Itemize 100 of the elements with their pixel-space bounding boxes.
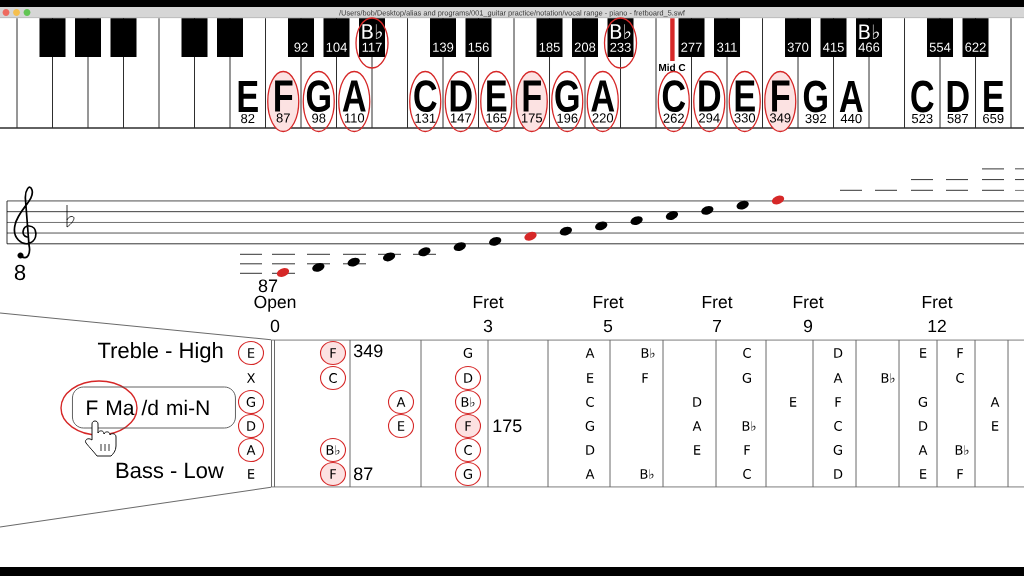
string-label: Bass - Low: [116, 462, 224, 479]
note-letter: G: [463, 348, 472, 358]
frequency-label: 87: [354, 467, 373, 481]
circled-note: E: [237, 340, 265, 366]
note-letter: E: [790, 397, 797, 407]
note-letter: C: [911, 80, 934, 113]
note-letter: D: [834, 469, 843, 479]
mute-mark: X: [246, 373, 256, 383]
note-letter: B♭: [742, 421, 756, 431]
note-letter: C: [956, 373, 964, 383]
circled-note: F: [319, 340, 347, 366]
note-letter: F: [772, 80, 790, 112]
note-letter: G: [803, 80, 827, 113]
circled-note: A: [387, 389, 415, 415]
frequency-label: 87: [258, 279, 278, 293]
circled-note: C: [319, 365, 347, 391]
note-letter: A: [585, 469, 595, 479]
circled-note: F: [454, 413, 482, 439]
note-letter: G: [833, 445, 842, 455]
fret-label: Fret: [593, 295, 624, 309]
note-letter: E: [694, 445, 701, 455]
highlight-ellipse: [586, 70, 619, 133]
note-letter: A: [591, 80, 615, 112]
note-letter: G: [742, 373, 751, 383]
note-letter: G: [918, 397, 927, 407]
note-letter: C: [743, 348, 751, 358]
circled-note: B♭: [454, 389, 482, 415]
note-letter: A: [918, 445, 928, 455]
rounded-button: F Ma /d mi-N: [72, 386, 236, 429]
circled-note: B♭: [319, 437, 347, 463]
note-letter: E: [735, 80, 755, 112]
note-letter: F: [957, 348, 963, 358]
note-letter: D: [919, 421, 928, 431]
highlight-ellipse: [444, 70, 477, 133]
note-letter: C: [414, 80, 437, 113]
highlight-ellipse: [657, 70, 690, 133]
marker-label: Mid C: [659, 63, 686, 72]
fret-number: 9: [803, 319, 813, 333]
highlight-ellipse: [515, 70, 548, 133]
note-letter: E: [984, 81, 1004, 112]
fret-label: Open: [254, 295, 296, 312]
note-letter: E: [587, 373, 594, 383]
frequency-label: 349: [769, 113, 791, 123]
frequency-label: 220: [592, 113, 614, 123]
note-letter: F: [744, 445, 750, 455]
circled-note: G: [237, 389, 265, 415]
fret-label: Fret: [702, 295, 733, 309]
note-letter: F: [523, 80, 541, 112]
highlight-ellipse: [409, 70, 442, 133]
highlight-ellipse: [693, 70, 726, 133]
frequency-label: 440: [840, 113, 862, 124]
frequency-label: 659: [983, 113, 1004, 124]
frequency-label: 294: [699, 113, 720, 123]
note-letter: D: [947, 81, 969, 112]
frequency-label: 175: [521, 113, 543, 123]
note-letter: F: [835, 397, 841, 407]
circled-note: G: [454, 461, 482, 487]
frequency-label: 330: [734, 113, 756, 123]
frequency-label: 147: [450, 113, 471, 123]
note-letter: D: [693, 397, 702, 407]
note-letter: B♭: [641, 348, 655, 358]
circled-note: D: [237, 413, 265, 439]
note-letter: G: [555, 80, 579, 113]
note-letter: A: [833, 373, 843, 383]
circled-note: D: [454, 365, 482, 391]
highlight-ellipse: [480, 70, 513, 133]
frequency-label: 349: [353, 344, 383, 358]
note-letter: A: [990, 397, 1000, 407]
note-letter: E: [248, 469, 255, 479]
note-letter: C: [743, 469, 751, 479]
note-letter: C: [662, 80, 686, 113]
note-letter: A: [585, 348, 595, 358]
frequency-label: 587: [947, 113, 968, 124]
frequency-label: 165: [486, 113, 507, 123]
fret-number: 12: [928, 319, 946, 332]
fret-number: 5: [603, 319, 613, 333]
frequency-label: 82: [241, 113, 255, 124]
frequency-label: 175: [493, 419, 522, 433]
note-letter: C: [834, 421, 842, 431]
note-letter: F: [642, 373, 648, 383]
note-letter: D: [586, 445, 595, 455]
highlight-ellipse: [302, 70, 335, 133]
frequency-label: 110: [344, 113, 365, 123]
string-label: Treble - High: [97, 342, 223, 363]
note-letter: B♭: [955, 445, 969, 455]
note-letter: B♭: [640, 469, 654, 479]
frequency-label: 87: [276, 113, 290, 123]
fret-label: Fret: [793, 295, 824, 309]
circled-note: E: [387, 413, 415, 439]
fret-number: 0: [270, 319, 280, 333]
note-letter: E: [238, 81, 258, 112]
frequency-label: 262: [663, 113, 684, 123]
note-letter: D: [699, 80, 721, 112]
highlight-ellipse: [267, 70, 300, 133]
frequency-label: 98: [312, 113, 326, 123]
frequency-label: 523: [911, 113, 933, 124]
highlight-ellipse: [338, 70, 371, 133]
circled-note: C: [454, 437, 482, 463]
note-letter: C: [586, 397, 594, 407]
note-letter: D: [834, 348, 843, 358]
